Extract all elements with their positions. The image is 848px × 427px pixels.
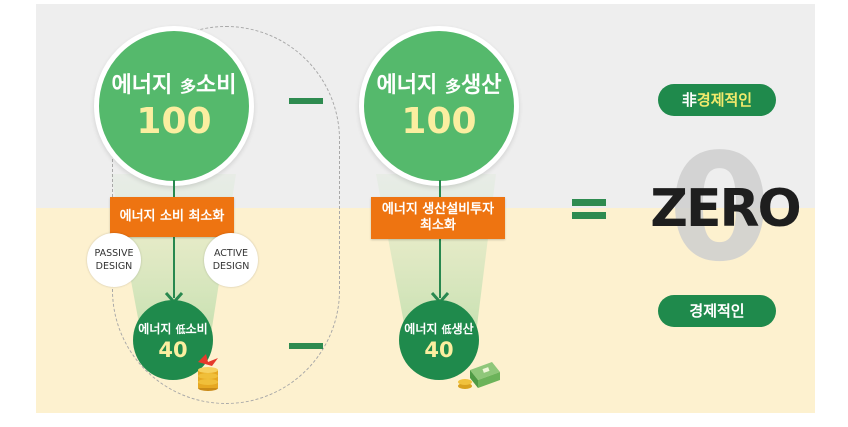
- left-bottom-label: 에너지 低소비: [133, 320, 213, 337]
- middle-bottom-value: 40: [424, 338, 454, 362]
- left-arrow-line: [173, 180, 175, 298]
- middle-bottom-prefix: 低: [441, 325, 452, 336]
- middle-arrow-line: [439, 180, 441, 298]
- active-line2: DESIGN: [212, 261, 250, 272]
- middle-bottom-label-word: 에너지: [404, 322, 438, 336]
- middle-box-line2: 최소화: [420, 218, 456, 233]
- minus-sign-bottom: [289, 343, 323, 349]
- equals-sign-bottom: [572, 212, 606, 219]
- left-top-circle: 에너지 多소비 100: [94, 26, 254, 186]
- left-box-label: 에너지 소비 최소화: [119, 209, 225, 224]
- middle-top-value: 100: [401, 101, 477, 142]
- middle-orange-box: 에너지 생산설비투자 최소화: [371, 197, 505, 239]
- economical-pill: 경제적인: [658, 295, 776, 327]
- equals-sign-top: [572, 199, 606, 206]
- passive-design-badge: PASSIVE DESIGN: [87, 233, 141, 287]
- passive-line2: DESIGN: [95, 261, 133, 272]
- left-top-value: 100: [136, 101, 212, 142]
- left-bottom-circle: 에너지 低소비 40: [133, 300, 213, 380]
- middle-bottom-suffix: 생산: [451, 322, 474, 336]
- uneconomical-prefix: 非: [681, 91, 697, 109]
- left-top-label-word: 에너지: [111, 73, 173, 98]
- middle-top-suffix: 생산: [460, 73, 502, 98]
- middle-bottom-label: 에너지 低생산: [399, 320, 479, 337]
- middle-top-label: 에너지 多생산: [364, 67, 514, 99]
- uneconomical-pill: 非경제적인: [658, 84, 776, 116]
- middle-top-circle: 에너지 多생산 100: [359, 26, 519, 186]
- middle-box-line1: 에너지 생산설비투자: [381, 202, 495, 217]
- left-top-prefix: 多: [179, 77, 196, 96]
- active-design-badge: ACTIVE DESIGN: [204, 233, 258, 287]
- left-bottom-suffix: 소비: [185, 322, 208, 336]
- coin-stack-icon: [198, 354, 218, 391]
- middle-top-label-word: 에너지: [376, 73, 438, 98]
- passive-line1: PASSIVE: [94, 248, 134, 259]
- zero-title: ZERO: [650, 179, 801, 239]
- left-orange-box: 에너지 소비 최소화: [110, 197, 234, 237]
- middle-top-prefix: 多: [444, 77, 461, 96]
- left-bottom-prefix: 低: [175, 325, 186, 336]
- left-top-suffix: 소비: [195, 73, 237, 98]
- money-cash-icon: [458, 362, 500, 389]
- left-bottom-value: 40: [158, 338, 188, 362]
- zero-background-digit: 0: [668, 122, 771, 294]
- active-line1: ACTIVE: [213, 248, 249, 259]
- uneconomical-text: 경제적인: [696, 91, 753, 109]
- economical-text: 경제적인: [689, 302, 745, 320]
- left-top-label: 에너지 多소비: [99, 67, 249, 99]
- minus-sign-top: [289, 98, 323, 104]
- middle-bottom-circle: 에너지 低생산 40: [399, 300, 479, 380]
- left-bottom-label-word: 에너지: [138, 322, 172, 336]
